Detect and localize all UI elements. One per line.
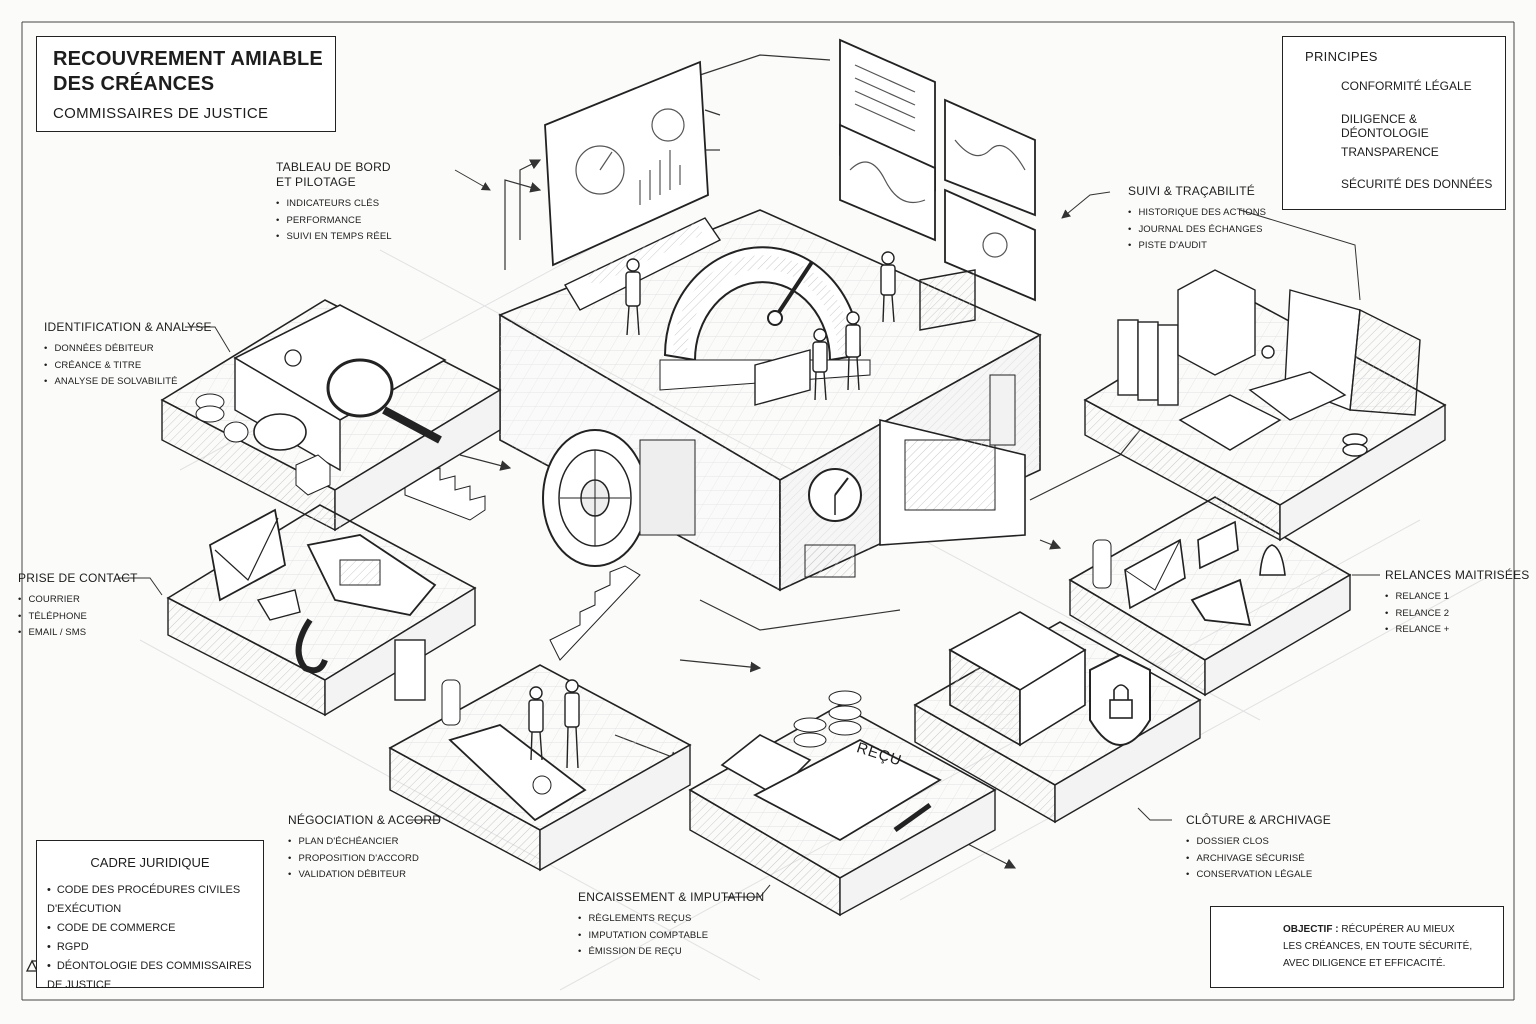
page-subtitle: COMMISSAIRES DE JUSTICE (53, 105, 269, 122)
principe-item: TRANSPARENCE (1341, 145, 1439, 159)
platform-suivi (1083, 269, 1447, 542)
module-item: PERFORMANCE (276, 213, 392, 230)
label-cloture: CLÔTURE & ARCHIVAGE DOSSIER CLOS ARCHIVA… (1186, 813, 1331, 884)
principe-item: SÉCURITÉ DES DONNÉES (1341, 177, 1492, 191)
platform-identification (160, 299, 502, 532)
objectif-panel: OBJECTIF : RÉCUPÉRER AU MIEUX LES CRÉANC… (1210, 906, 1504, 988)
module-title: ET PILOTAGE (276, 175, 356, 189)
cadre-juridique-panel: CADRE JURIDIQUE CODE DES PROCÉDURES CIVI… (36, 840, 264, 991)
module-item: CONSERVATION LÉGALE (1186, 867, 1331, 884)
module-item: ARCHIVAGE SÉCURISÉ (1186, 851, 1331, 868)
module-item: RELANCE 1 (1385, 589, 1530, 606)
principe-label: TRANSPARENCE (1341, 145, 1439, 159)
module-title: TABLEAU DE BORD (276, 160, 391, 174)
module-item: HISTORIQUE DES ACTIONS (1128, 205, 1266, 222)
module-item: VALIDATION DÉBITEUR (288, 867, 441, 884)
principe-label: SÉCURITÉ DES DONNÉES (1341, 177, 1493, 191)
module-item: IMPUTATION COMPTABLE (578, 928, 764, 945)
cadre-item: CODE DE COMMERCE (47, 919, 263, 938)
central-building (404, 38, 1042, 661)
platform-negociation (388, 664, 692, 872)
module-item: RELANCE 2 (1385, 606, 1530, 623)
module-item: TÉLÉPHONE (18, 609, 138, 626)
title-line-1: RECOUVREMENT AMIABLE (53, 48, 323, 70)
objectif-line: RÉCUPÉRER AU MIEUX (1338, 924, 1455, 935)
module-item: JOURNAL DES ÉCHANGES (1128, 222, 1266, 239)
principe-item: CONFORMITÉ LÉGALE (1341, 79, 1472, 93)
module-item: INDICATEURS CLÉS (276, 196, 392, 213)
label-prise-de-contact: PRISE DE CONTACT COURRIER TÉLÉPHONE EMAI… (18, 571, 138, 642)
module-item: ÉMISSION DE REÇU (578, 944, 764, 961)
page-title: RECOUVREMENT AMIABLE DES CRÉANCES (53, 47, 323, 97)
objectif-text: OBJECTIF : RÉCUPÉRER AU MIEUX LES CRÉANC… (1283, 921, 1493, 972)
module-item: ANALYSE DE SOLVABILITÉ (44, 374, 212, 391)
module-item: DONNÉES DÉBITEUR (44, 341, 212, 358)
platform-cloture (913, 611, 1202, 824)
label-suivi: SUIVI & TRAÇABILITÉ HISTORIQUE DES ACTIO… (1128, 184, 1266, 255)
module-title: SUIVI & TRAÇABILITÉ (1128, 184, 1255, 198)
principe-item: DILIGENCE & DÉONTOLOGIE (1341, 112, 1505, 140)
module-item: COURRIER (18, 592, 138, 609)
label-tableau-de-bord: TABLEAU DE BORD ET PILOTAGE INDICATEURS … (276, 160, 392, 246)
objectif-line: AVEC DILIGENCE ET EFFICACITÉ. (1283, 958, 1446, 969)
module-item: RÈGLEMENTS REÇUS (578, 911, 764, 928)
title-box: RECOUVREMENT AMIABLE DES CRÉANCES COMMIS… (36, 36, 336, 132)
objectif-line: LES CRÉANCES, EN TOUTE SÉCURITÉ, (1283, 941, 1473, 952)
cadre-item: CODE DES PROCÉDURES CIVILES D'EXÉCUTION (47, 881, 263, 919)
frame-lines (21, 21, 1515, 1001)
module-title: NÉGOCIATION & ACCORD (288, 813, 442, 827)
principe-label: CONFORMITÉ LÉGALE (1341, 79, 1472, 93)
label-negociation: NÉGOCIATION & ACCORD PLAN D'ÉCHÉANCIER P… (288, 813, 441, 884)
label-identification: IDENTIFICATION & ANALYSE DONNÉES DÉBITEU… (44, 320, 212, 391)
cadre-item: RGPD (47, 938, 263, 957)
cadre-item: DÉONTOLOGIE DES COMMISSAIRES DE JUSTICE (47, 957, 263, 995)
platform-contact (166, 504, 477, 717)
platform-encaissement (688, 690, 997, 917)
principes-heading: PRINCIPES (1305, 49, 1378, 64)
module-item: PLAN D'ÉCHÉANCIER (288, 834, 441, 851)
module-item: PISTE D'AUDIT (1128, 238, 1266, 255)
module-title: ENCAISSEMENT & IMPUTATION (578, 890, 765, 904)
cadre-heading: CADRE JURIDIQUE (90, 855, 210, 870)
label-relances: RELANCES MAITRISÉES RELANCE 1 RELANCE 2 … (1385, 568, 1530, 639)
module-item: RELANCE + (1385, 622, 1530, 639)
module-item: SUIVI EN TEMPS RÉEL (276, 229, 392, 246)
module-item: PROPOSITION D'ACCORD (288, 851, 441, 868)
principe-label: DILIGENCE & DÉONTOLOGIE (1341, 112, 1429, 140)
module-title: PRISE DE CONTACT (18, 571, 138, 585)
module-title: IDENTIFICATION & ANALYSE (44, 320, 212, 334)
module-item: DOSSIER CLOS (1186, 834, 1331, 851)
title-line-2: DES CRÉANCES (53, 73, 215, 95)
label-encaissement: ENCAISSEMENT & IMPUTATION RÈGLEMENTS REÇ… (578, 890, 764, 961)
module-title: CLÔTURE & ARCHIVAGE (1186, 813, 1331, 827)
objectif-label: OBJECTIF : (1283, 924, 1339, 935)
principes-panel: PRINCIPES CONFORMITÉ LÉGALE DILIGENCE & … (1282, 36, 1506, 210)
module-title: RELANCES MAITRISÉES (1385, 568, 1530, 582)
module-item: EMAIL / SMS (18, 625, 138, 642)
module-item: CRÉANCE & TITRE (44, 358, 212, 375)
